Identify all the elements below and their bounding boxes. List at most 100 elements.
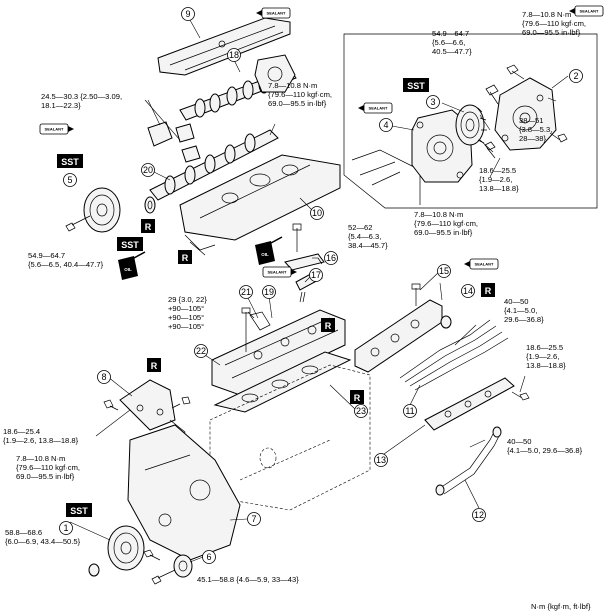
svg-text:SST: SST xyxy=(70,506,88,516)
sealant-tube-inset: SEALANT xyxy=(358,102,393,114)
cylinder-head-22 xyxy=(211,309,346,396)
svg-text:18: 18 xyxy=(229,50,239,60)
torque-rail-18: 18.6—25.5 {1.9—2.6, 13.8—18.8} xyxy=(526,343,566,370)
tag-sst-left-top: SST xyxy=(57,154,83,168)
callout-21: 21 xyxy=(239,285,253,299)
tag-sst-inset: SST xyxy=(403,78,429,92)
inset-frame xyxy=(343,33,598,209)
svg-text:SEALANT: SEALANT xyxy=(267,11,286,16)
callout-13: 13 xyxy=(374,453,388,467)
callout-16: 16 xyxy=(324,251,338,265)
svg-text:2: 2 xyxy=(573,71,578,81)
tag-r-cover: R xyxy=(178,250,192,264)
torque-camcap: 24.5—30.3 {2.50—3.09, 18.1—22.3} xyxy=(41,92,124,110)
callout-5: 5 xyxy=(63,173,77,187)
torque-rail-40: 40—50 {4.1—5.0, 29.6—36.8} xyxy=(504,297,544,324)
svg-text:1: 1 xyxy=(63,523,68,533)
callout-1: 1 xyxy=(59,521,73,535)
torque-bracket: 18.6—25.4 {1.9—2.6, 13.8—18.8} xyxy=(3,427,79,445)
cam-sprocket-upper xyxy=(254,54,296,93)
torque-inset-38: 38—51 {3.8—5.3, 28—38} xyxy=(519,116,554,143)
svg-text:22: 22 xyxy=(196,346,206,356)
oil-can-left: OIL xyxy=(118,251,146,280)
svg-text:SST: SST xyxy=(121,240,139,250)
svg-text:SEALANT: SEALANT xyxy=(369,106,388,111)
units-note: N·m {kgf·m, ft·lbf} xyxy=(531,602,591,611)
svg-text:3: 3 xyxy=(430,97,435,107)
svg-text:SEALANT: SEALANT xyxy=(268,270,287,275)
callout-19: 19 xyxy=(262,285,276,299)
svg-text:R: R xyxy=(325,321,332,331)
idler-6 xyxy=(173,554,193,578)
cam-caps xyxy=(147,121,201,163)
tag-r-gasket: R xyxy=(350,390,364,404)
svg-text:19: 19 xyxy=(264,287,274,297)
svg-text:13: 13 xyxy=(376,455,386,465)
svg-text:SEALANT: SEALANT xyxy=(45,127,64,132)
tag-r-bracket: R xyxy=(147,358,161,372)
torque-injector-clamp: 52—62 {5.4—6.3, 38.4—45.7} xyxy=(348,223,388,250)
svg-text:21: 21 xyxy=(241,287,251,297)
svg-text:SST: SST xyxy=(61,157,79,167)
callout-2: 2 xyxy=(569,69,583,83)
inset-bolts xyxy=(484,64,568,159)
torque-crank: 58.8—68.6 {6.0—6.9, 43.4—50.5} xyxy=(5,528,81,546)
gasket-14 xyxy=(440,315,452,329)
callout-17: 17 xyxy=(309,268,323,282)
bracket-8 xyxy=(119,379,176,431)
tag-r-rail: R xyxy=(481,283,495,297)
torque-head-bolt: 29 {3.0, 22} +90—105° +90—105° +90—105° xyxy=(168,295,209,331)
callout-18: 18 xyxy=(227,48,241,62)
svg-text:5: 5 xyxy=(67,175,72,185)
svg-text:OIL: OIL xyxy=(124,267,132,272)
leader-lines xyxy=(69,19,569,563)
callout-14: 14 xyxy=(461,284,475,298)
injector-bolt xyxy=(292,223,302,252)
torque-cover-nm: 7.8—10.8 N·m {79.6—110 kgf·cm, 69.0—95.5… xyxy=(16,454,82,481)
tag-sst-left-mid: SST xyxy=(117,237,143,251)
pump-cover-2 xyxy=(494,77,557,151)
sealant-tube-cover: SEALANT xyxy=(262,266,297,278)
intake-manifold-15 xyxy=(354,299,443,373)
callout-22: 22 xyxy=(194,344,208,358)
callout-9: 9 xyxy=(181,7,195,21)
torque-inset-18: 18.6—25.5 {1.9—2.6, 13.8—18.8} xyxy=(479,166,519,193)
cam-seal xyxy=(144,196,156,214)
svg-text:12: 12 xyxy=(474,510,484,520)
svg-text:17: 17 xyxy=(311,270,321,280)
svg-text:9: 9 xyxy=(185,9,190,19)
svg-text:7: 7 xyxy=(251,514,256,524)
callout-8: 8 xyxy=(97,370,111,384)
svg-text:R: R xyxy=(354,393,361,403)
sealant-tube-rail: SEALANT xyxy=(464,258,499,270)
svg-text:R: R xyxy=(151,361,158,371)
tag-sst-left-bottom: SST xyxy=(66,503,92,517)
callout-20: 20 xyxy=(141,163,155,177)
cover-bolts xyxy=(143,549,161,561)
svg-text:OIL: OIL xyxy=(261,252,269,257)
svg-text:10: 10 xyxy=(312,208,322,218)
callout-11: 11 xyxy=(403,404,417,418)
callout-10: 10 xyxy=(310,206,324,220)
sealant-tube-upper-right: SEALANT xyxy=(569,5,604,17)
svg-text:14: 14 xyxy=(463,286,473,296)
sealant-tube-top: SEALANT xyxy=(256,7,291,19)
inset-block-hint xyxy=(351,149,421,205)
bracket-bolts xyxy=(103,396,191,411)
torque-pipe-40: 40—50 {4.1—5.0, 29.6—36.8} xyxy=(507,437,583,455)
head-bolt xyxy=(241,307,251,352)
torque-headcover: 7.8—10.8 N·m {79.6—110 kgf·cm, 69.0—95.5… xyxy=(268,81,334,108)
svg-text:R: R xyxy=(485,286,492,296)
callout-6: 6 xyxy=(202,550,216,564)
tag-r-head: R xyxy=(321,318,335,332)
common-rail-13 xyxy=(424,377,515,431)
svg-text:SEALANT: SEALANT xyxy=(580,9,599,14)
torque-rail-nm: 7.8—10.8 N·m {79.6—110 kgf·cm, 69.0—95.5… xyxy=(414,210,480,237)
callout-7: 7 xyxy=(247,512,261,526)
svg-text:SEALANT: SEALANT xyxy=(475,262,494,267)
callout-4: 4 xyxy=(379,118,393,132)
torque-idler: 45.1—58.8 {4.6—5.9, 33—43} xyxy=(197,575,299,584)
svg-text:15: 15 xyxy=(439,266,449,276)
fuel-pipe-12 xyxy=(435,426,502,496)
